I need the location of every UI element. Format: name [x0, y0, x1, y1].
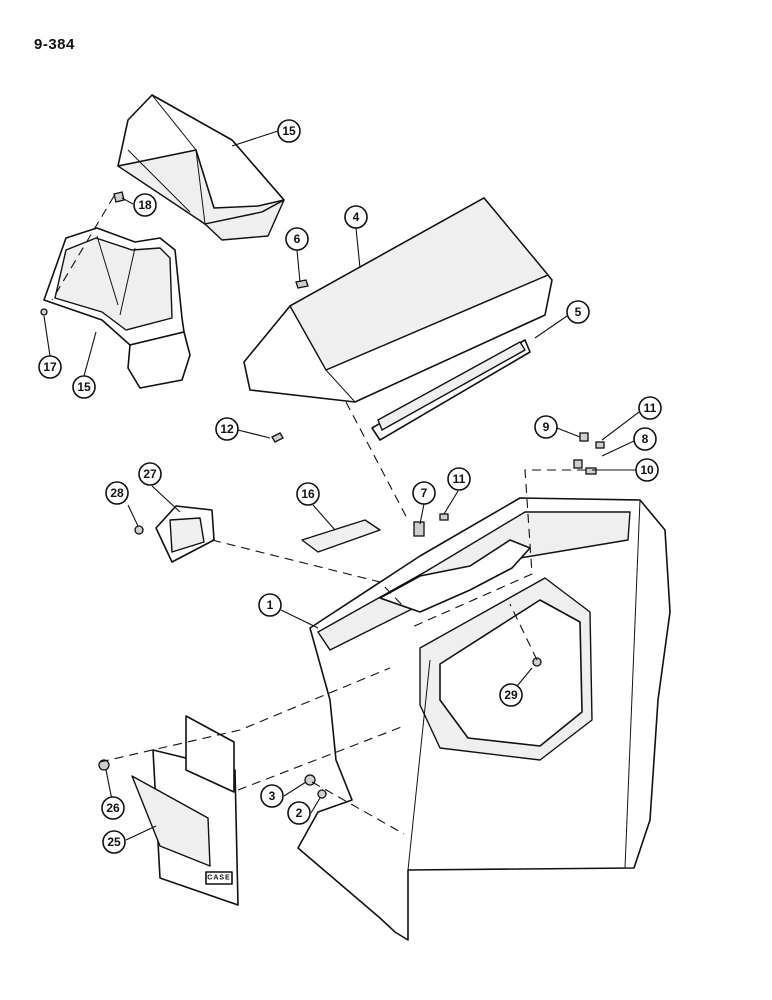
callout-9: 9 [534, 415, 558, 439]
callout-label-27: 27 [143, 467, 157, 481]
callout-10: 10 [635, 458, 659, 482]
callout-label-25: 25 [107, 835, 121, 849]
callout-11-center: 11 [447, 467, 471, 491]
callout-label-12: 12 [220, 422, 234, 436]
lower-shroud-frame [43, 227, 191, 389]
callout-15-upper: 15 [277, 119, 301, 143]
tray-part-5 [371, 339, 531, 441]
leader-lines [43, 130, 640, 841]
callout-29: 29 [499, 683, 523, 707]
callout-8: 8 [633, 427, 657, 451]
callout-label-6: 6 [294, 232, 301, 246]
callout-label-18: 18 [138, 198, 152, 212]
ashtray-part-27 [155, 505, 215, 563]
callout-4: 4 [344, 205, 368, 229]
assembly-lines [51, 195, 586, 835]
callout-label-11-right: 11 [644, 401, 657, 415]
callout-27: 27 [138, 462, 162, 486]
callout-label-17: 17 [43, 360, 57, 374]
cover-part-4 [243, 197, 553, 403]
callout-label-29: 29 [504, 688, 518, 702]
callout-label-7: 7 [421, 486, 428, 500]
callout-label-26: 26 [106, 801, 120, 815]
callout-28: 28 [105, 481, 129, 505]
callout-26: 26 [101, 796, 125, 820]
callout-label-15-upper: 15 [282, 124, 296, 138]
callout-label-16: 16 [301, 487, 315, 501]
callout-11-right: 11 [638, 396, 662, 420]
callout-16: 16 [296, 482, 320, 506]
cover-plate-part-16 [301, 519, 381, 553]
callout-3: 3 [260, 784, 284, 808]
callout-25: 25 [102, 830, 126, 854]
callout-label-2: 2 [296, 806, 303, 820]
callout-label-28: 28 [110, 486, 124, 500]
callout-label-9: 9 [543, 420, 550, 434]
callout-15-lower: 15 [72, 375, 96, 399]
callout-label-1: 1 [267, 598, 274, 612]
callout-18: 18 [133, 193, 157, 217]
callout-label-4: 4 [353, 210, 360, 224]
page-number: 9-384 [34, 36, 75, 53]
callout-12: 12 [215, 417, 239, 441]
hardware-parts [40, 191, 605, 799]
callout-7: 7 [412, 481, 436, 505]
callout-label-10: 10 [640, 463, 654, 477]
callout-label-11-center: 11 [453, 472, 466, 486]
upper-shroud-part [117, 94, 285, 241]
callout-2: 2 [287, 801, 311, 825]
callout-17: 17 [38, 355, 62, 379]
callout-5: 5 [566, 300, 590, 324]
door-panel-part-25 [131, 715, 239, 906]
callout-label-15-lower: 15 [77, 380, 91, 394]
callout-6: 6 [285, 227, 309, 251]
console-panel-part-1 [297, 497, 671, 941]
callout-1: 1 [258, 593, 282, 617]
callout-label-5: 5 [575, 305, 582, 319]
case-logo: CASE [207, 875, 230, 882]
callout-label-3: 3 [269, 789, 276, 803]
callout-label-8: 8 [642, 432, 649, 446]
